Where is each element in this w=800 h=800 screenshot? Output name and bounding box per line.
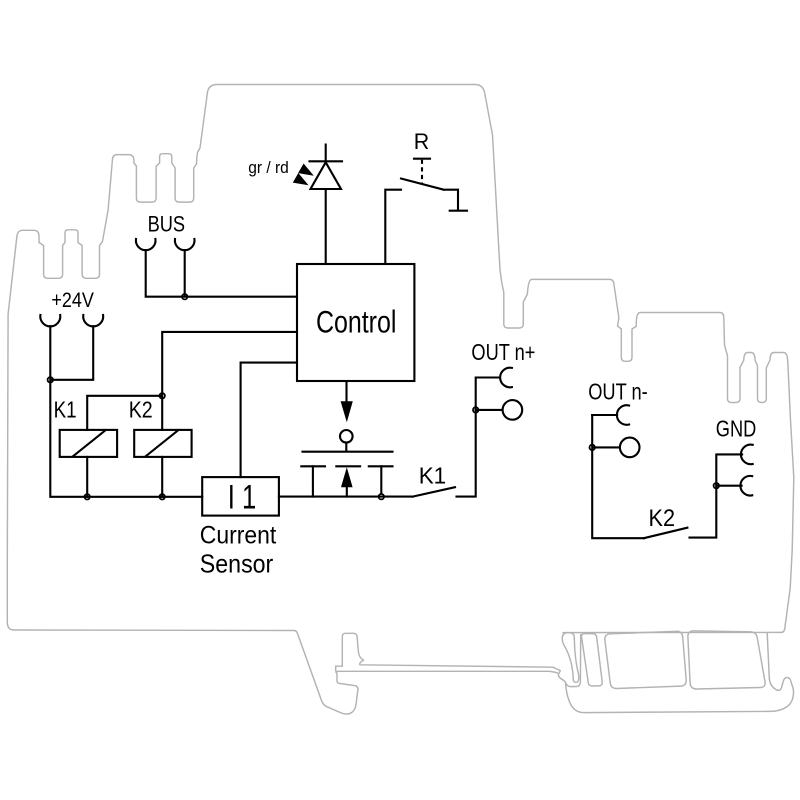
svg-text:OUT n-: OUT n- — [588, 378, 648, 404]
svg-text:K2: K2 — [129, 397, 153, 423]
svg-text:R: R — [414, 129, 430, 154]
svg-text:OUT n+: OUT n+ — [471, 339, 535, 365]
svg-text:Control: Control — [316, 304, 397, 339]
svg-text:BUS: BUS — [148, 212, 186, 237]
svg-text:gr / rd: gr / rd — [248, 158, 288, 177]
svg-text:Sensor: Sensor — [200, 551, 274, 579]
svg-text:+24V: +24V — [51, 287, 94, 312]
svg-text:K1: K1 — [419, 462, 447, 488]
svg-text:K1: K1 — [54, 397, 77, 423]
svg-text:I 1: I 1 — [228, 479, 256, 517]
svg-text:Current: Current — [200, 522, 276, 550]
svg-text:GND: GND — [716, 416, 757, 442]
svg-text:K2: K2 — [649, 505, 676, 532]
